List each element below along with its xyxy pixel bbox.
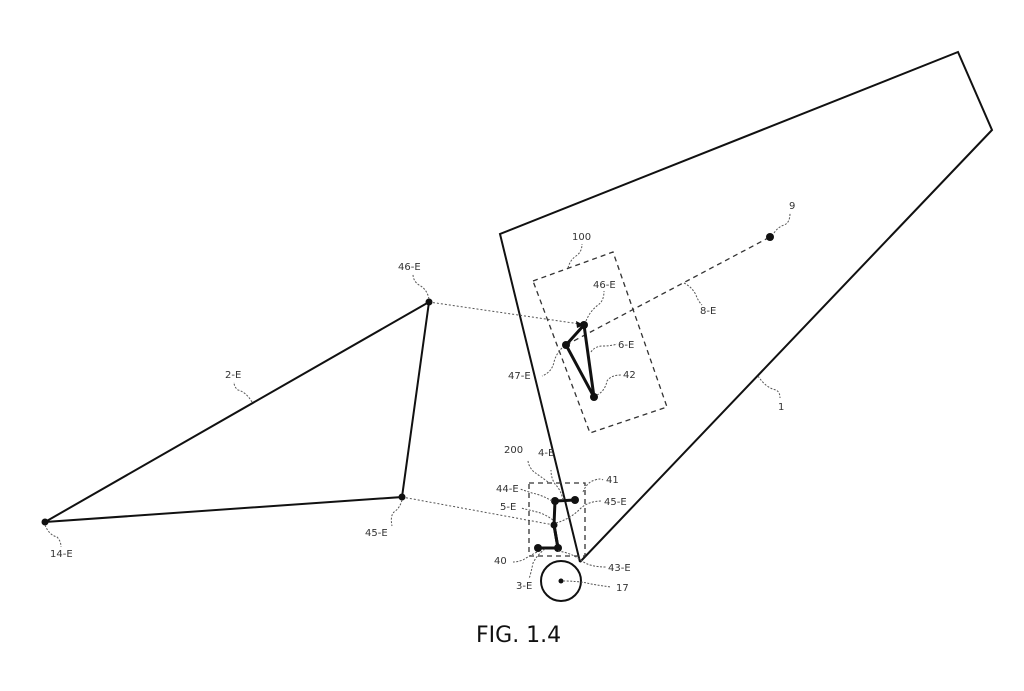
dashed-box-100	[532, 251, 668, 434]
label-4e: 4-E	[538, 448, 554, 459]
node-46e-right	[580, 321, 588, 329]
leader-100	[567, 243, 583, 269]
leader-6e	[590, 343, 618, 353]
leader-40	[512, 551, 538, 563]
leader-44e	[519, 488, 553, 502]
label-200: 200	[504, 445, 523, 456]
leader-45e-left	[390, 499, 403, 527]
label-2e: 2-E	[225, 370, 241, 381]
node-46e-left	[425, 298, 433, 306]
label-46e-left: 46-E	[398, 262, 421, 273]
label-5e: 5-E	[500, 502, 516, 513]
projection-line-45e	[401, 496, 555, 526]
leader-8e	[683, 282, 703, 306]
label-17: 17	[616, 583, 629, 594]
label-45e-left: 45-E	[365, 528, 388, 539]
label-40: 40	[494, 556, 507, 567]
leader-46e-right	[585, 290, 605, 322]
arrow-head-46e	[576, 321, 584, 328]
leader-3e	[528, 548, 546, 580]
leader-47e	[541, 347, 563, 377]
leader-14e	[44, 524, 62, 548]
wheel-17	[540, 560, 582, 602]
node-47e	[562, 341, 570, 349]
node-40	[534, 544, 542, 552]
dashed-line-8-e	[565, 236, 771, 346]
leader-45e-right	[555, 500, 603, 524]
leader-9	[773, 212, 791, 234]
triangle-6-e	[564, 321, 596, 398]
leader-1	[757, 375, 781, 399]
label-14e: 14-E	[50, 549, 73, 560]
leader-42	[596, 374, 622, 396]
node-9	[766, 233, 774, 241]
node-44e	[551, 497, 559, 505]
leader-43e	[557, 550, 607, 568]
leader-4e	[550, 469, 564, 501]
leader-5e	[520, 507, 554, 521]
label-100: 100	[572, 232, 591, 243]
figure-caption: FIG. 1.4	[476, 623, 561, 648]
label-3e: 3-E	[516, 581, 532, 592]
node-43e	[554, 544, 562, 552]
node-45e-left	[398, 493, 406, 501]
leader-200	[527, 459, 549, 483]
label-43e: 43-E	[608, 563, 631, 574]
node-45e-right	[550, 521, 558, 529]
label-45e-right: 45-E	[604, 497, 627, 508]
label-47e: 47-E	[508, 371, 531, 382]
node-41	[571, 496, 579, 504]
label-46e-right: 46-E	[593, 280, 616, 291]
body-outline-1	[498, 50, 994, 563]
label-8e: 8-E	[700, 306, 716, 317]
label-1: 1	[778, 402, 784, 413]
node-42	[590, 393, 598, 401]
label-41: 41	[606, 475, 619, 486]
leader-41	[582, 478, 604, 493]
leader-46e-left	[412, 273, 430, 300]
label-44e: 44-E	[496, 484, 519, 495]
node-14e	[41, 518, 49, 526]
triangle-2-e	[44, 300, 431, 523]
label-42: 42	[623, 370, 636, 381]
dashed-box-200	[528, 482, 586, 557]
label-6e: 6-E	[618, 340, 634, 351]
leader-2e	[233, 381, 253, 403]
projection-line-46e	[428, 301, 581, 325]
label-9: 9	[789, 201, 795, 212]
leader-17	[562, 580, 612, 588]
wheel-17-center	[558, 578, 564, 584]
